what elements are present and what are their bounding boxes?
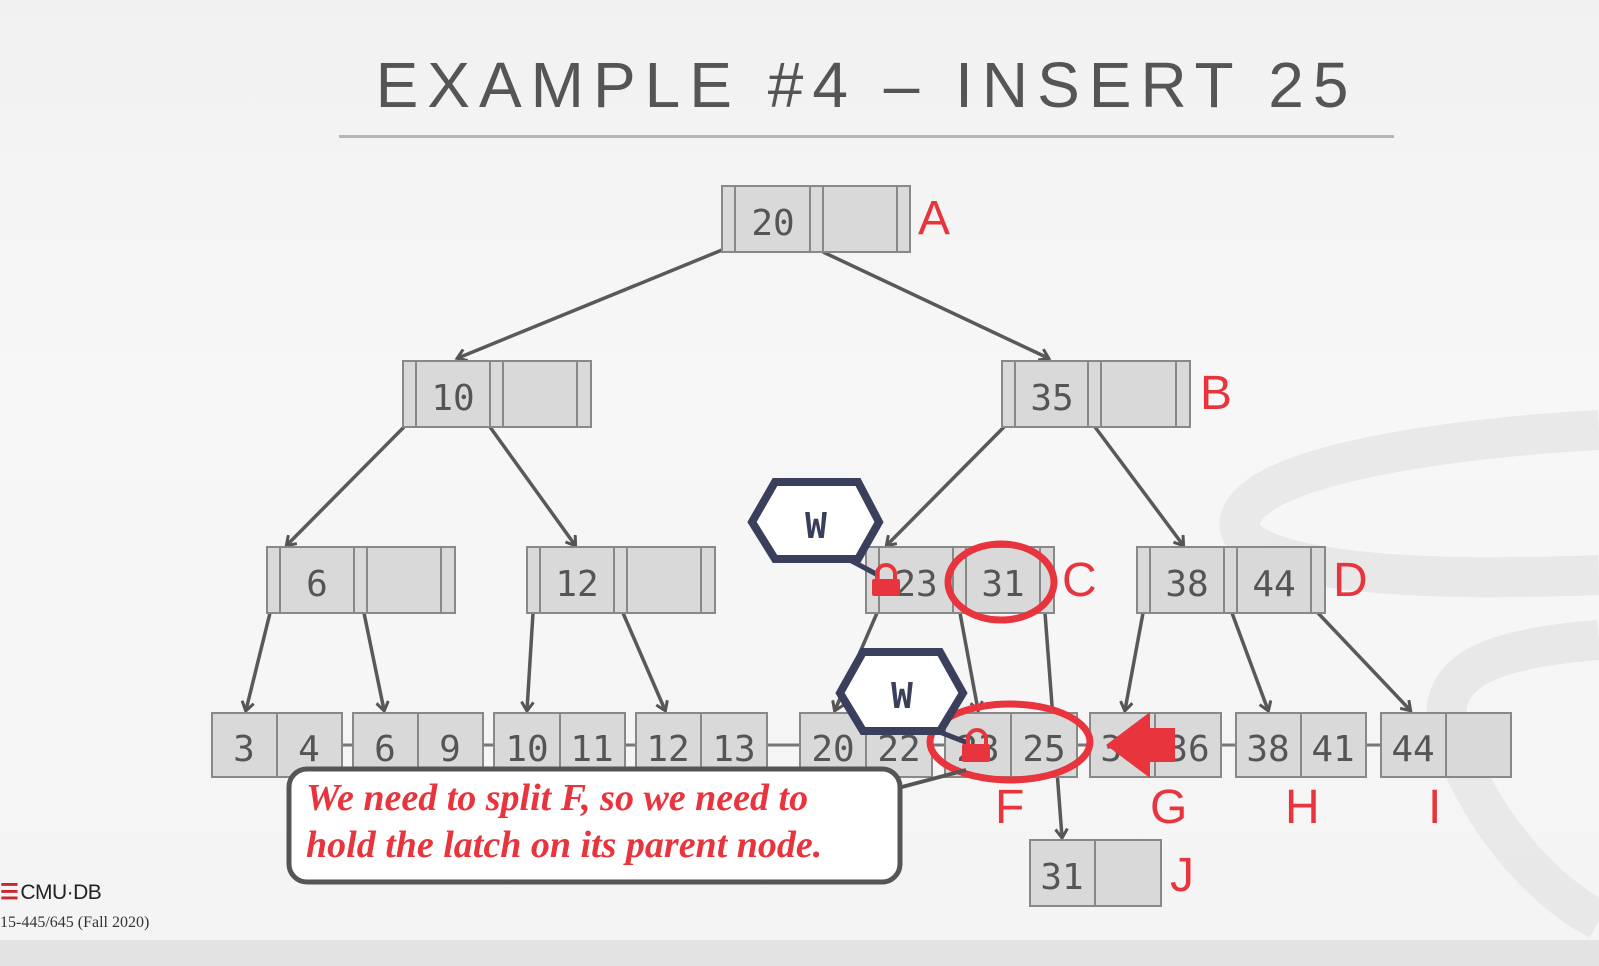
svg-text:44: 44 xyxy=(1391,729,1434,770)
node-10-key: 10 xyxy=(431,378,474,419)
svg-text:4: 4 xyxy=(298,729,320,770)
inner-node-6: 6 xyxy=(266,546,456,614)
highlight-circle-31 xyxy=(944,540,1058,624)
inner-node-A: 20 xyxy=(721,185,911,253)
node-label-C: C xyxy=(1062,554,1097,607)
edge-D-G xyxy=(1125,612,1145,710)
edge-L10-L6 xyxy=(287,425,406,545)
node-C-key-1: 23 xyxy=(894,564,937,605)
leaf-node-10-11: 10 11 xyxy=(493,712,626,778)
svg-text:6: 6 xyxy=(374,729,396,770)
callout-line-1: We need to split F, so we need to xyxy=(306,777,808,819)
leaf-node-I: 44 xyxy=(1380,712,1512,778)
node-D-key-2: 44 xyxy=(1252,564,1295,605)
edge-A-L10 xyxy=(458,248,723,358)
lock-icon-F xyxy=(962,728,990,762)
leaf-node-20-22: 20 22 xyxy=(799,712,933,778)
callout-line-2: hold the latch on its parent node. xyxy=(306,824,822,866)
node-B-key: 35 xyxy=(1030,378,1073,419)
leaf-node-6-9: 6 9 xyxy=(352,712,484,778)
svg-text:12: 12 xyxy=(646,729,689,770)
node-D-key-1: 38 xyxy=(1165,564,1208,605)
node-label-H: H xyxy=(1285,781,1320,834)
bottom-bar xyxy=(0,940,1599,966)
svg-text:13: 13 xyxy=(712,729,755,770)
edge-L12-leaf4 xyxy=(621,612,665,710)
course-label: 15-445/645 (Fall 2020) xyxy=(0,914,150,931)
latch-badge-C: W xyxy=(747,478,884,578)
inner-node-B: 35 xyxy=(1001,360,1191,428)
leaf-node-H: 38 41 xyxy=(1235,712,1367,778)
edge-C-F xyxy=(958,612,978,710)
latch-mode-C: W xyxy=(805,506,827,547)
edge-L12-leaf3 xyxy=(527,612,535,710)
leaf-node-12-13: 12 13 xyxy=(635,712,768,778)
node-label-G: G xyxy=(1150,781,1187,834)
highlight-circle-F xyxy=(926,700,1094,784)
svg-text:41: 41 xyxy=(1311,729,1354,770)
node-6-key: 6 xyxy=(306,564,328,605)
slide-title: EXAMPLE #4 – INSERT 25 xyxy=(375,49,1358,121)
cmu-db-logo: ☰CMU·DB xyxy=(0,881,102,904)
edge-D-I xyxy=(1316,611,1410,710)
node-label-A: A xyxy=(918,192,950,245)
node-label-D: D xyxy=(1333,554,1368,607)
svg-text:11: 11 xyxy=(570,729,613,770)
background-swoosh xyxy=(1219,410,1599,938)
node-A-key: 20 xyxy=(751,203,794,244)
node-label-I: I xyxy=(1428,781,1441,834)
node-label-J: J xyxy=(1170,849,1194,902)
node-label-B: B xyxy=(1200,367,1232,420)
lock-icon-C xyxy=(872,563,900,596)
svg-text:22: 22 xyxy=(877,729,920,770)
pointer-arrow-icon xyxy=(1106,712,1175,778)
edge-B-D xyxy=(1093,425,1183,545)
leaf-node-J: 31 xyxy=(1029,839,1162,907)
edge-L6-leaf1 xyxy=(246,612,272,710)
inner-node-12: 12 xyxy=(526,546,716,614)
latch-mode-F: W xyxy=(891,676,913,717)
callout-box: We need to split F, so we need to hold t… xyxy=(286,766,967,885)
svg-text:9: 9 xyxy=(439,729,461,770)
svg-text:3: 3 xyxy=(233,729,255,770)
node-12-key: 12 xyxy=(555,564,598,605)
title-divider xyxy=(339,135,1394,138)
leaf-node-3-4: 3 4 xyxy=(211,712,343,778)
svg-text:10: 10 xyxy=(505,729,548,770)
inner-node-D: 38 44 xyxy=(1136,546,1326,614)
edge-L10-L12 xyxy=(488,425,575,545)
edge-L6-leaf2 xyxy=(362,612,384,710)
svg-text:25: 25 xyxy=(1022,729,1065,770)
inner-node-10: 10 xyxy=(402,360,592,428)
node-label-F: F xyxy=(995,781,1024,834)
svg-text:38: 38 xyxy=(1246,729,1289,770)
svg-text:20: 20 xyxy=(811,729,854,770)
edge-A-B xyxy=(822,250,1048,358)
edge-D-H xyxy=(1230,612,1268,710)
svg-text:31: 31 xyxy=(1040,857,1083,898)
latch-badge-F: W xyxy=(835,648,969,746)
node-C-key-2: 31 xyxy=(981,564,1024,605)
database-icon: ☰ xyxy=(0,881,19,904)
edge-B-C xyxy=(887,425,1006,545)
